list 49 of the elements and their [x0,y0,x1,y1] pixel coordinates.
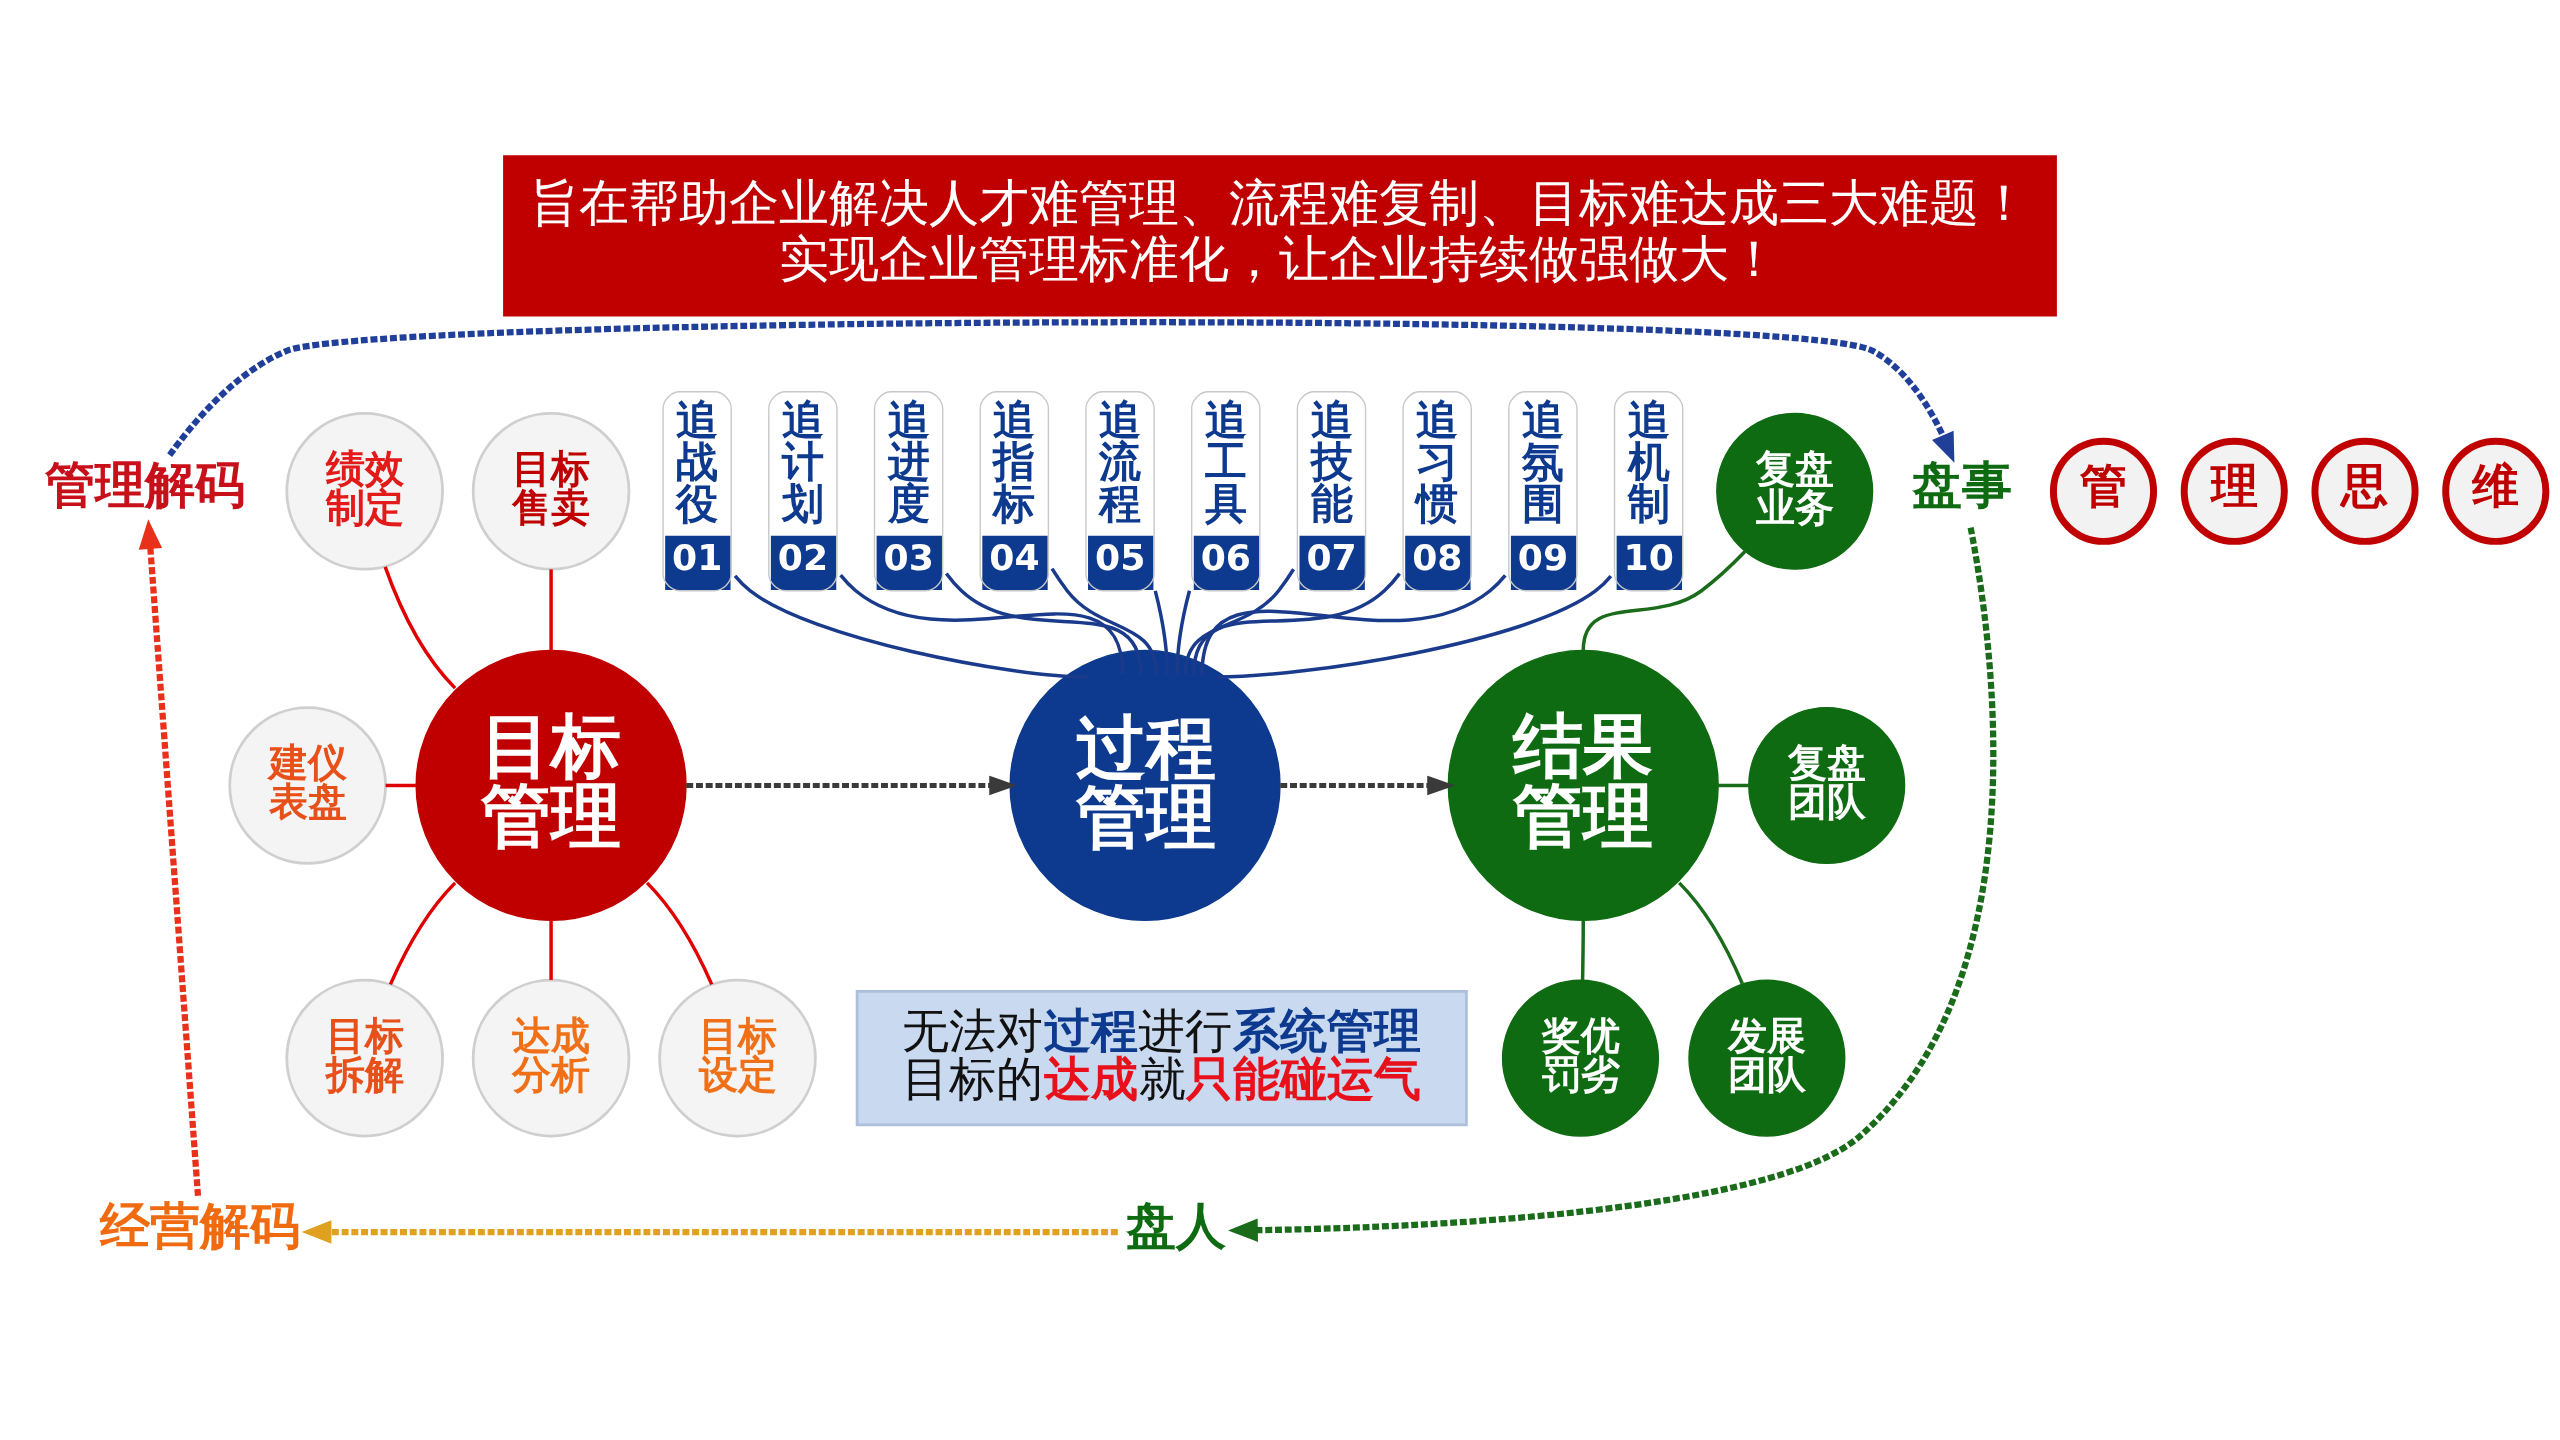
connector [549,920,553,980]
connector [385,783,416,788]
node-circle: 达成分析 [471,978,631,1138]
arrow [167,319,1955,463]
arrow [686,775,1018,796]
node-circle: 思 [2311,437,2419,545]
connector [645,881,714,986]
node-text: 盘人 [1126,1196,1227,1255]
node-circle: 理 [2180,437,2288,545]
connector [944,572,1143,675]
node-text: 盘事 [1912,456,2013,515]
node-circle: 目标设定 [658,978,817,1138]
node-circle: 管 [2049,437,2158,545]
node-circle: 目标拆解 [285,978,444,1138]
connector [1192,572,1401,675]
node-text: 管理解码 [45,456,246,515]
connector [1183,568,1296,675]
arrow [1280,775,1456,796]
connector [1718,783,1749,788]
diagram-title: 旨在帮助企业解决人才难管理、流程难复制、目标难达成三大难题！实现企业管理标准化，让企业持续做强做大！ [528,174,2029,288]
connector [1580,920,1585,980]
connector [1217,575,1613,679]
connector [549,569,553,651]
connector [1677,881,1744,985]
connector [383,566,457,690]
node-circle: 过程管理 [1009,649,1281,922]
node-circle: 奖优罚劣 [1501,979,1660,1137]
connector [1153,590,1170,675]
node-text: 经营解码 [99,1196,300,1255]
node-circle: 目标售卖 [471,412,631,571]
connector [839,574,1125,675]
node-circle: 维 [2442,437,2550,545]
node-circle: 结果管理 [1447,649,1719,922]
node-circle: 复盘业务 [1716,412,1874,570]
node-circle: 建仪表盘 [228,706,387,865]
node-circle: 复盘团队 [1748,706,1906,865]
connector [1175,590,1192,675]
arrow [138,519,202,1196]
node-circle: 绩效制定 [285,412,444,571]
arrow [1228,527,1997,1242]
connector [1581,550,1747,651]
node-box: 无法对过程进行系统管理目标的达成就只能碰运气 [855,989,1468,1127]
connector [733,574,1089,679]
connector [1050,567,1158,675]
node-circle: 目标管理 [415,649,687,922]
connector [1200,574,1507,675]
node-circle: 发展团队 [1688,979,1846,1137]
connector [388,881,457,986]
arrow [301,1220,1118,1244]
